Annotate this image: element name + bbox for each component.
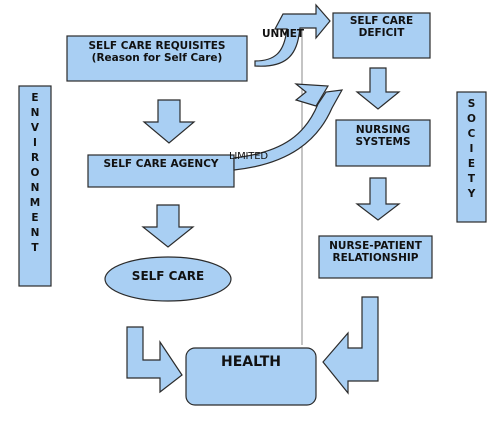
- vertical-letter: V: [30, 122, 40, 134]
- health-box: [185, 347, 317, 406]
- arrow-unmet: [254, 3, 331, 67]
- nurse-patient-relationship-line2: RELATIONSHIP: [332, 252, 419, 265]
- vertical-letter: N: [30, 182, 40, 194]
- self-care-deficit-box: [332, 12, 431, 59]
- nurse-patient-relationship-box: [318, 235, 433, 279]
- self-care-agency-label: SELF CARE AGENCY: [103, 158, 219, 170]
- health-label: HEALTH: [221, 354, 281, 370]
- vertical-letter: T: [467, 173, 476, 185]
- vertical-letter: M: [29, 197, 41, 209]
- vertical-letter: N: [30, 107, 40, 119]
- self-care-label: SELF CARE: [131, 269, 205, 283]
- self-care-ellipse: [104, 256, 232, 302]
- vertical-letter: E: [31, 92, 39, 104]
- vertical-letter: O: [30, 167, 40, 179]
- nursing-systems-label: NURSING SYSTEMS: [336, 124, 430, 148]
- limited-label: LIMITED: [229, 151, 268, 162]
- nursing-systems-line1: NURSING: [355, 124, 411, 136]
- arrow-relationship-to-health: [322, 296, 379, 395]
- vertical-letter: E: [467, 158, 476, 170]
- arrow-nursing-to-relationship: [355, 177, 401, 221]
- vertical-letter: I: [469, 143, 474, 155]
- arrow-agency-to-self-care: [141, 204, 195, 248]
- vertical-letter: O: [467, 113, 476, 125]
- nurse-patient-relationship-line1: NURSE-PATIENT: [329, 240, 422, 252]
- arrow-requisites-to-agency: [142, 99, 196, 144]
- self-care-agency-box: [87, 154, 235, 188]
- arrow-deficit-to-nursing: [355, 67, 401, 110]
- vertical-letter: N: [30, 227, 40, 239]
- vertical-letter: R: [30, 152, 40, 164]
- nursing-systems-box: [335, 119, 431, 167]
- self-care-deficit-line1: SELF CARE: [349, 15, 414, 27]
- self-care-requisites-title: SELF CARE REQUISITES: [88, 40, 226, 52]
- society-sidebar-box: [456, 91, 487, 223]
- vertical-letter: Y: [467, 188, 476, 200]
- self-care-deficit-label: SELF CARE DEFICIT: [333, 15, 430, 39]
- self-care-deficit-line2: DEFICIT: [358, 27, 405, 40]
- vertical-letter: S: [467, 98, 476, 110]
- unmet-label: UNMET: [262, 28, 305, 40]
- self-care-requisites-box: [66, 35, 248, 82]
- vertical-letter: C: [467, 128, 476, 140]
- arrow-limited: [233, 89, 344, 171]
- vertical-letter: T: [31, 242, 39, 254]
- arrow-self-care-to-health: [126, 326, 183, 394]
- environment-sidebar-box: [18, 85, 52, 287]
- self-care-requisites-label: SELF CARE REQUISITES (Reason for Self Ca…: [67, 40, 247, 64]
- arrow-limited-head: [294, 83, 330, 107]
- vertical-letter: I: [33, 137, 37, 149]
- nursing-systems-line2: SYSTEMS: [355, 136, 411, 149]
- vertical-letter: E: [31, 212, 39, 224]
- self-care-requisites-subtitle: (Reason for Self Care): [91, 52, 223, 65]
- nurse-patient-relationship-label: NURSE-PATIENT RELATIONSHIP: [319, 240, 432, 264]
